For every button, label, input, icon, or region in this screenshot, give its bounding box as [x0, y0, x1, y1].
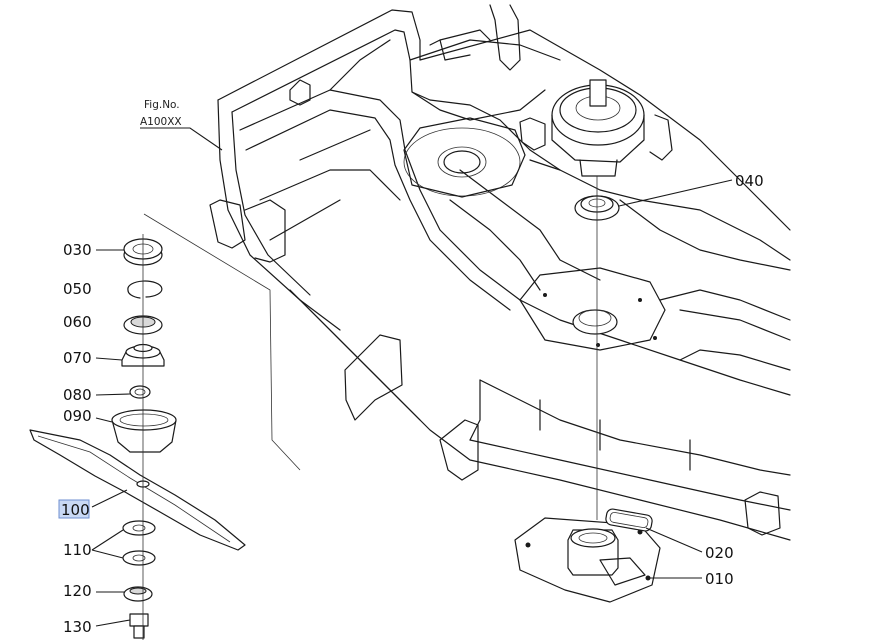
figure-code: A100XX — [140, 116, 182, 128]
part-090-cup — [95, 409, 177, 453]
label-010[interactable]: 010 — [705, 570, 734, 588]
mower-deck-frame — [217, 4, 791, 541]
label-030[interactable]: 030 — [63, 241, 92, 259]
part-120-washer — [96, 586, 153, 602]
part-number-labels: 030 050 060 070 080 090 100 110 120 130 … — [58, 172, 764, 636]
label-080[interactable]: 080 — [63, 386, 92, 404]
part-100-blade — [29, 429, 246, 551]
label-130[interactable]: 130 — [63, 618, 92, 636]
figure-label: Fig.No. — [144, 99, 180, 111]
selection-highlight — [58, 499, 90, 519]
figure-number-callout: Fig.No. A100XX — [140, 99, 223, 151]
deck-brackets — [209, 199, 781, 536]
label-090[interactable]: 090 — [63, 407, 92, 425]
part-020-gasket — [605, 508, 703, 553]
label-020[interactable]: 020 — [705, 544, 734, 562]
part-030-bearing — [96, 238, 163, 266]
part-080-lock-washer — [95, 385, 151, 399]
label-060[interactable]: 060 — [63, 313, 92, 331]
part-130-bolt — [95, 613, 149, 639]
pulley-assembly — [519, 79, 673, 177]
label-050[interactable]: 050 — [63, 280, 92, 298]
label-110[interactable]: 110 — [63, 541, 92, 559]
deck-spindle-mount — [519, 267, 666, 351]
label-070[interactable]: 070 — [63, 349, 92, 367]
part-110-washers — [91, 520, 156, 566]
upper-spindle-plate — [403, 117, 526, 198]
label-040[interactable]: 040 — [735, 172, 764, 190]
label-120[interactable]: 120 — [63, 582, 92, 600]
left-exploded-stack — [29, 213, 301, 640]
label-100[interactable]: 100 — [61, 501, 90, 519]
part-010-housing — [514, 517, 702, 603]
part-070-collar — [95, 343, 165, 367]
part-050-snap-ring — [127, 280, 163, 299]
